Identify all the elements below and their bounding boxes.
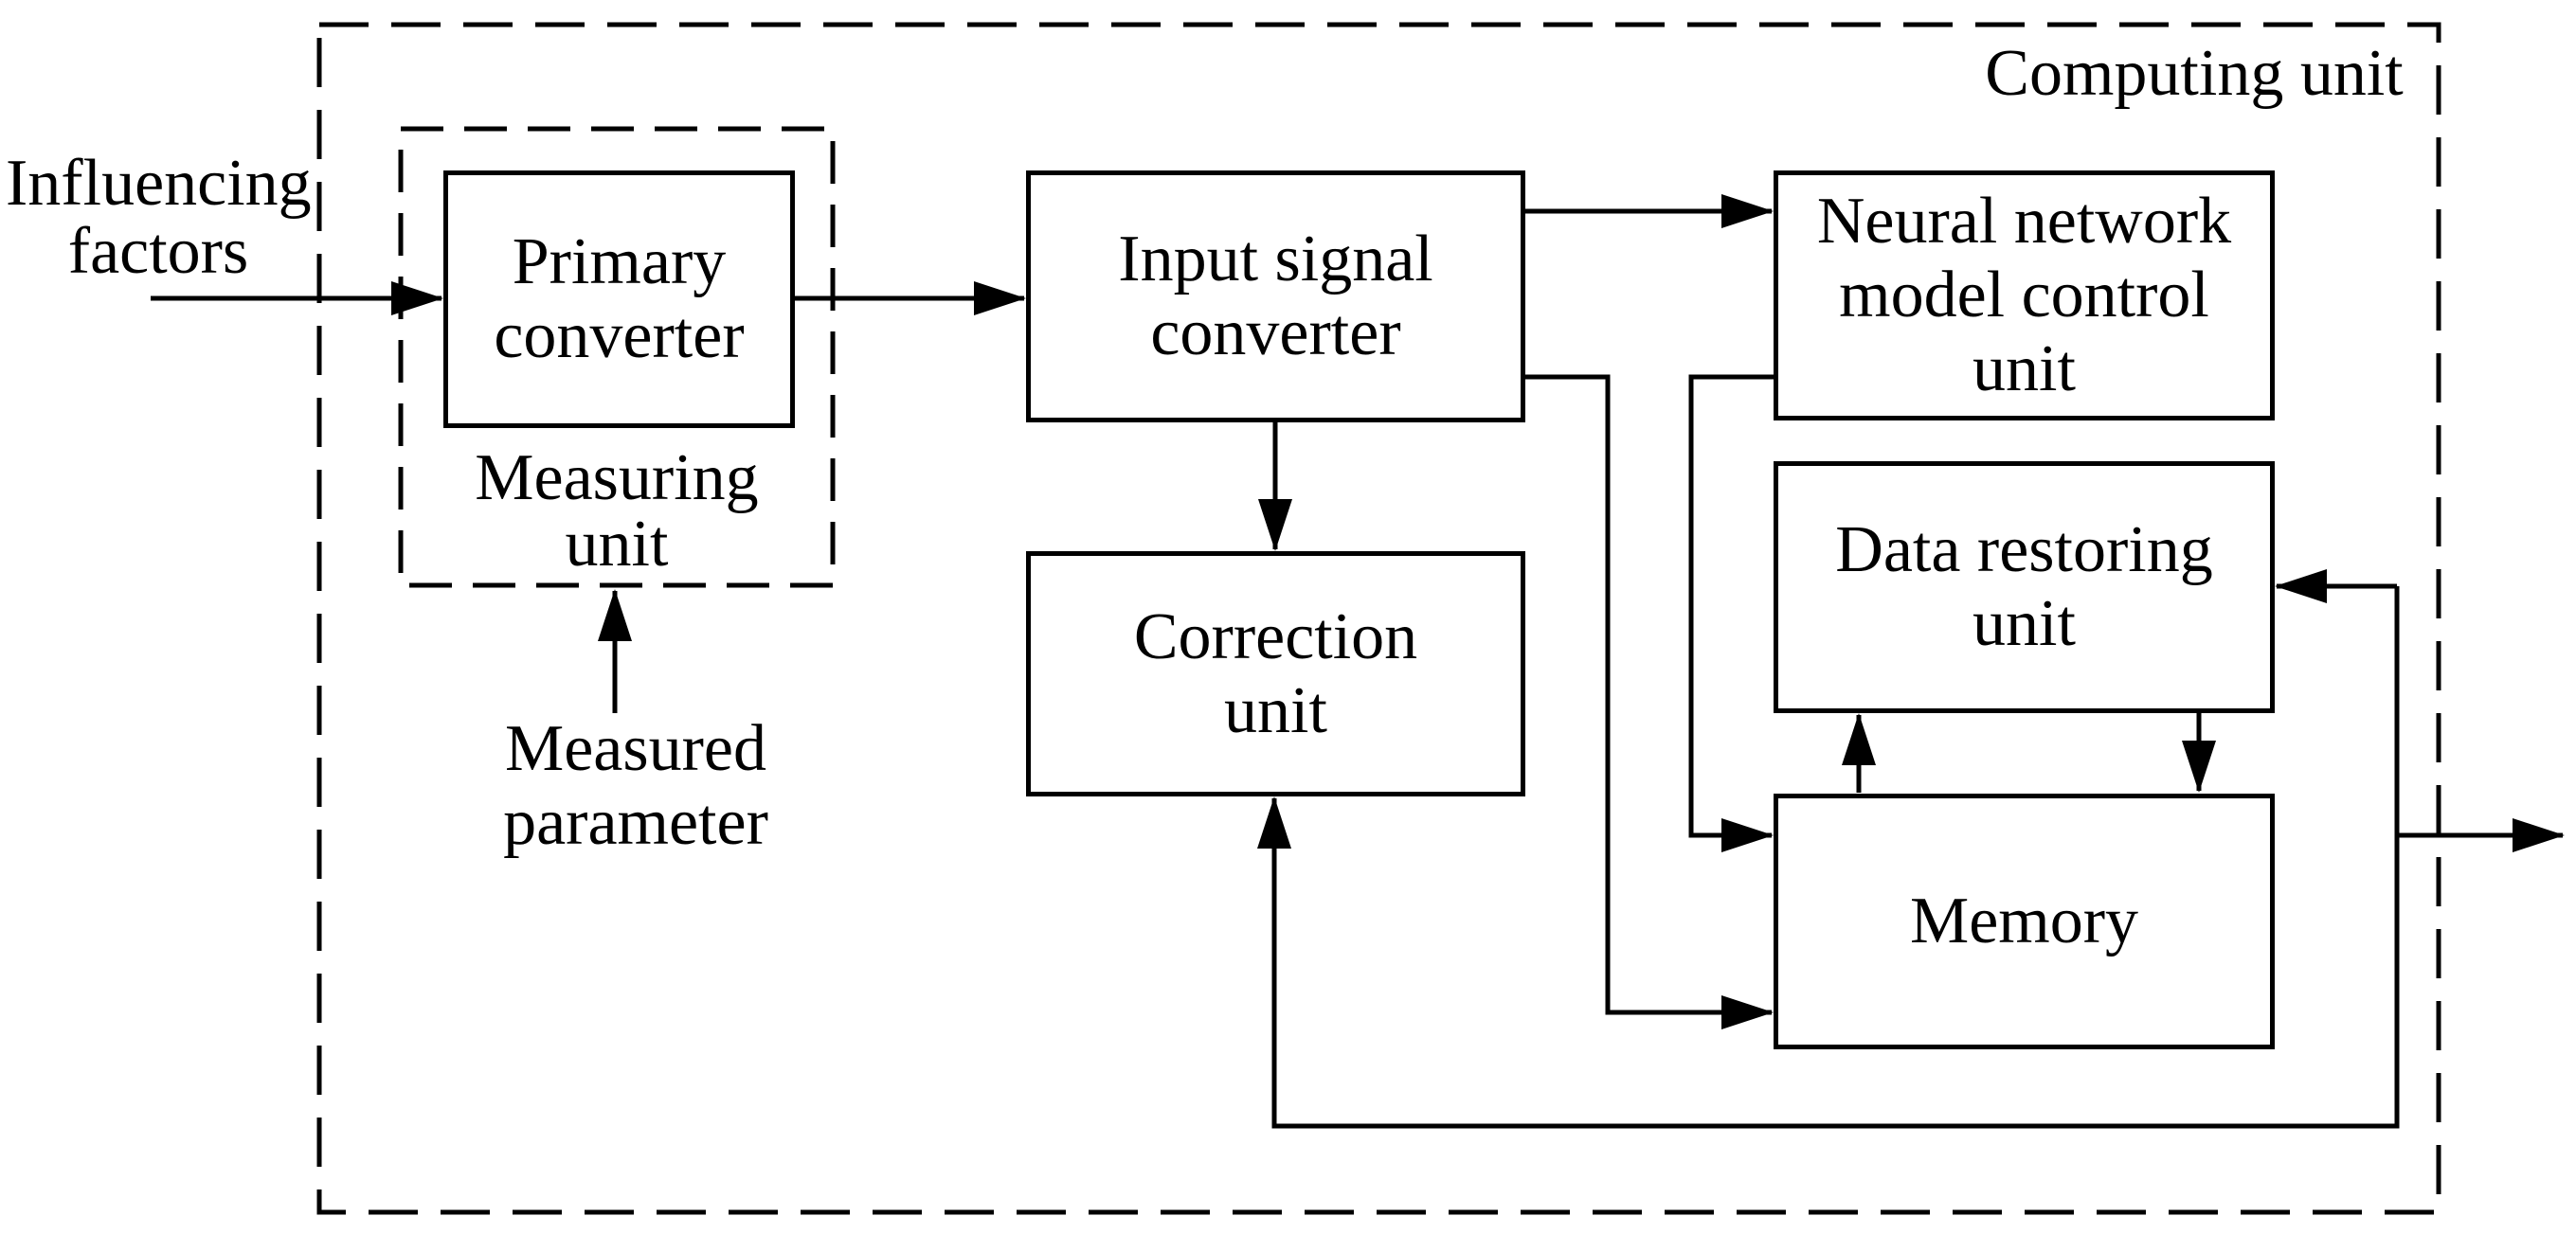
block-label-line: Neural network: [1816, 185, 2232, 258]
influencing-factors-label: Influencing factors: [6, 147, 312, 288]
measuring-unit-label: Measuring unit: [401, 445, 833, 578]
label-line: Measuring: [475, 441, 759, 514]
block-neural-network-model-control-unit: Neural network model control unit: [1774, 170, 2275, 420]
label-line: Measured: [504, 712, 766, 785]
block-label-line: unit: [1224, 673, 1327, 747]
wire-input-signal-converter-to-memory: [1525, 374, 1774, 1029]
block-label-line: unit: [1973, 587, 2076, 660]
label-line: unit: [565, 508, 669, 581]
block-label-line: Primary: [512, 225, 727, 298]
measuring-unit-boundary: [398, 126, 836, 588]
computing-unit-label: Computing unit: [1985, 37, 2404, 110]
block-correction-unit: Correction unit: [1026, 551, 1525, 796]
label-line: factors: [67, 215, 249, 288]
label-line: parameter: [503, 786, 768, 859]
block-input-signal-converter: Input signal converter: [1026, 170, 1525, 422]
block-label-line: Memory: [1909, 885, 2139, 957]
block-label-line: converter: [1150, 296, 1401, 369]
block-primary-converter: Primary converter: [443, 170, 795, 428]
block-label-line: Data restoring: [1835, 513, 2213, 586]
feedback-wire-to-correction-unit: [1257, 586, 2400, 1129]
block-label-line: model control: [1839, 259, 2209, 331]
block-data-restoring-unit: Data restoring unit: [1774, 461, 2275, 713]
label-line: Influencing: [6, 147, 312, 220]
block-memory: Memory: [1774, 794, 2275, 1049]
wire-neural-network-unit-to-memory: [1688, 374, 1774, 852]
computing-unit-boundary: [316, 22, 2441, 1215]
block-label-line: unit: [1973, 332, 2076, 405]
block-label-line: Correction: [1133, 599, 1418, 673]
measured-parameter-label: Measured parameter: [431, 712, 840, 860]
block-label-line: converter: [494, 299, 745, 372]
block-label-line: Input signal: [1118, 223, 1433, 295]
